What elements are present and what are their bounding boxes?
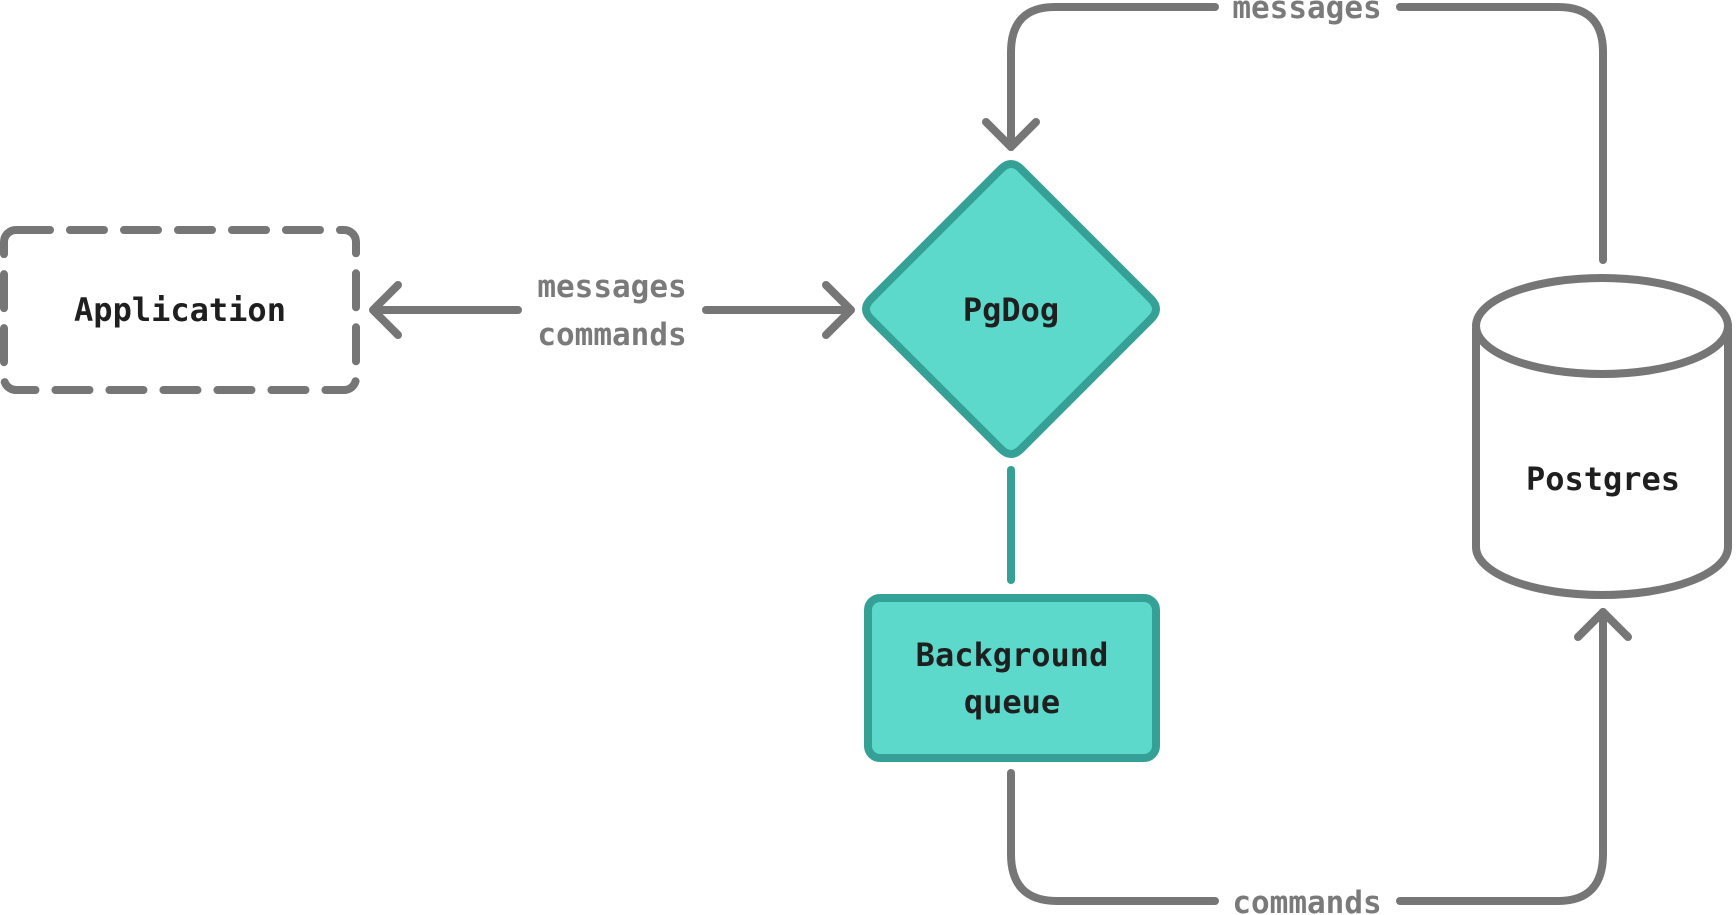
queue-postgres-label: commands	[1232, 885, 1381, 915]
background-queue-label-line2: queue	[964, 683, 1060, 721]
app-pgdog-arrow: messages commands	[369, 269, 855, 353]
background-queue-label-line1: Background	[916, 636, 1109, 674]
queue-postgres-path-left	[1007, 769, 1219, 905]
application-node: Application	[0, 226, 360, 394]
background-queue-node: Background queue	[864, 594, 1160, 762]
queue-postgres-arrow: commands	[1007, 608, 1632, 915]
application-label: Application	[74, 291, 286, 329]
queue-postgres-path-right	[1396, 608, 1607, 905]
pgdog-label: PgDog	[963, 291, 1059, 329]
postgres-pgdog-path-right	[1396, 3, 1607, 264]
postgres-cylinder-body	[1472, 328, 1732, 599]
arrowhead-down-icon	[982, 118, 1040, 151]
postgres-pgdog-label: messages	[1232, 0, 1381, 26]
app-pgdog-label-messages: messages	[537, 269, 686, 305]
arrowhead-right-icon	[822, 281, 855, 339]
postgres-cylinder-top	[1472, 274, 1732, 378]
postgres-pgdog-arrow: messages	[982, 0, 1607, 264]
arrowhead-up-icon	[1574, 608, 1632, 641]
background-queue-box	[864, 594, 1160, 762]
pgdog-diamond	[862, 160, 1160, 458]
postgres-pgdog-path-left	[1007, 3, 1219, 151]
postgres-label: Postgres	[1526, 460, 1680, 498]
pgdog-node: PgDog	[862, 160, 1160, 458]
application-box	[0, 226, 360, 394]
app-pgdog-label-commands: commands	[537, 317, 686, 353]
arrowhead-left-icon	[369, 281, 402, 339]
postgres-node: Postgres	[1472, 274, 1732, 599]
